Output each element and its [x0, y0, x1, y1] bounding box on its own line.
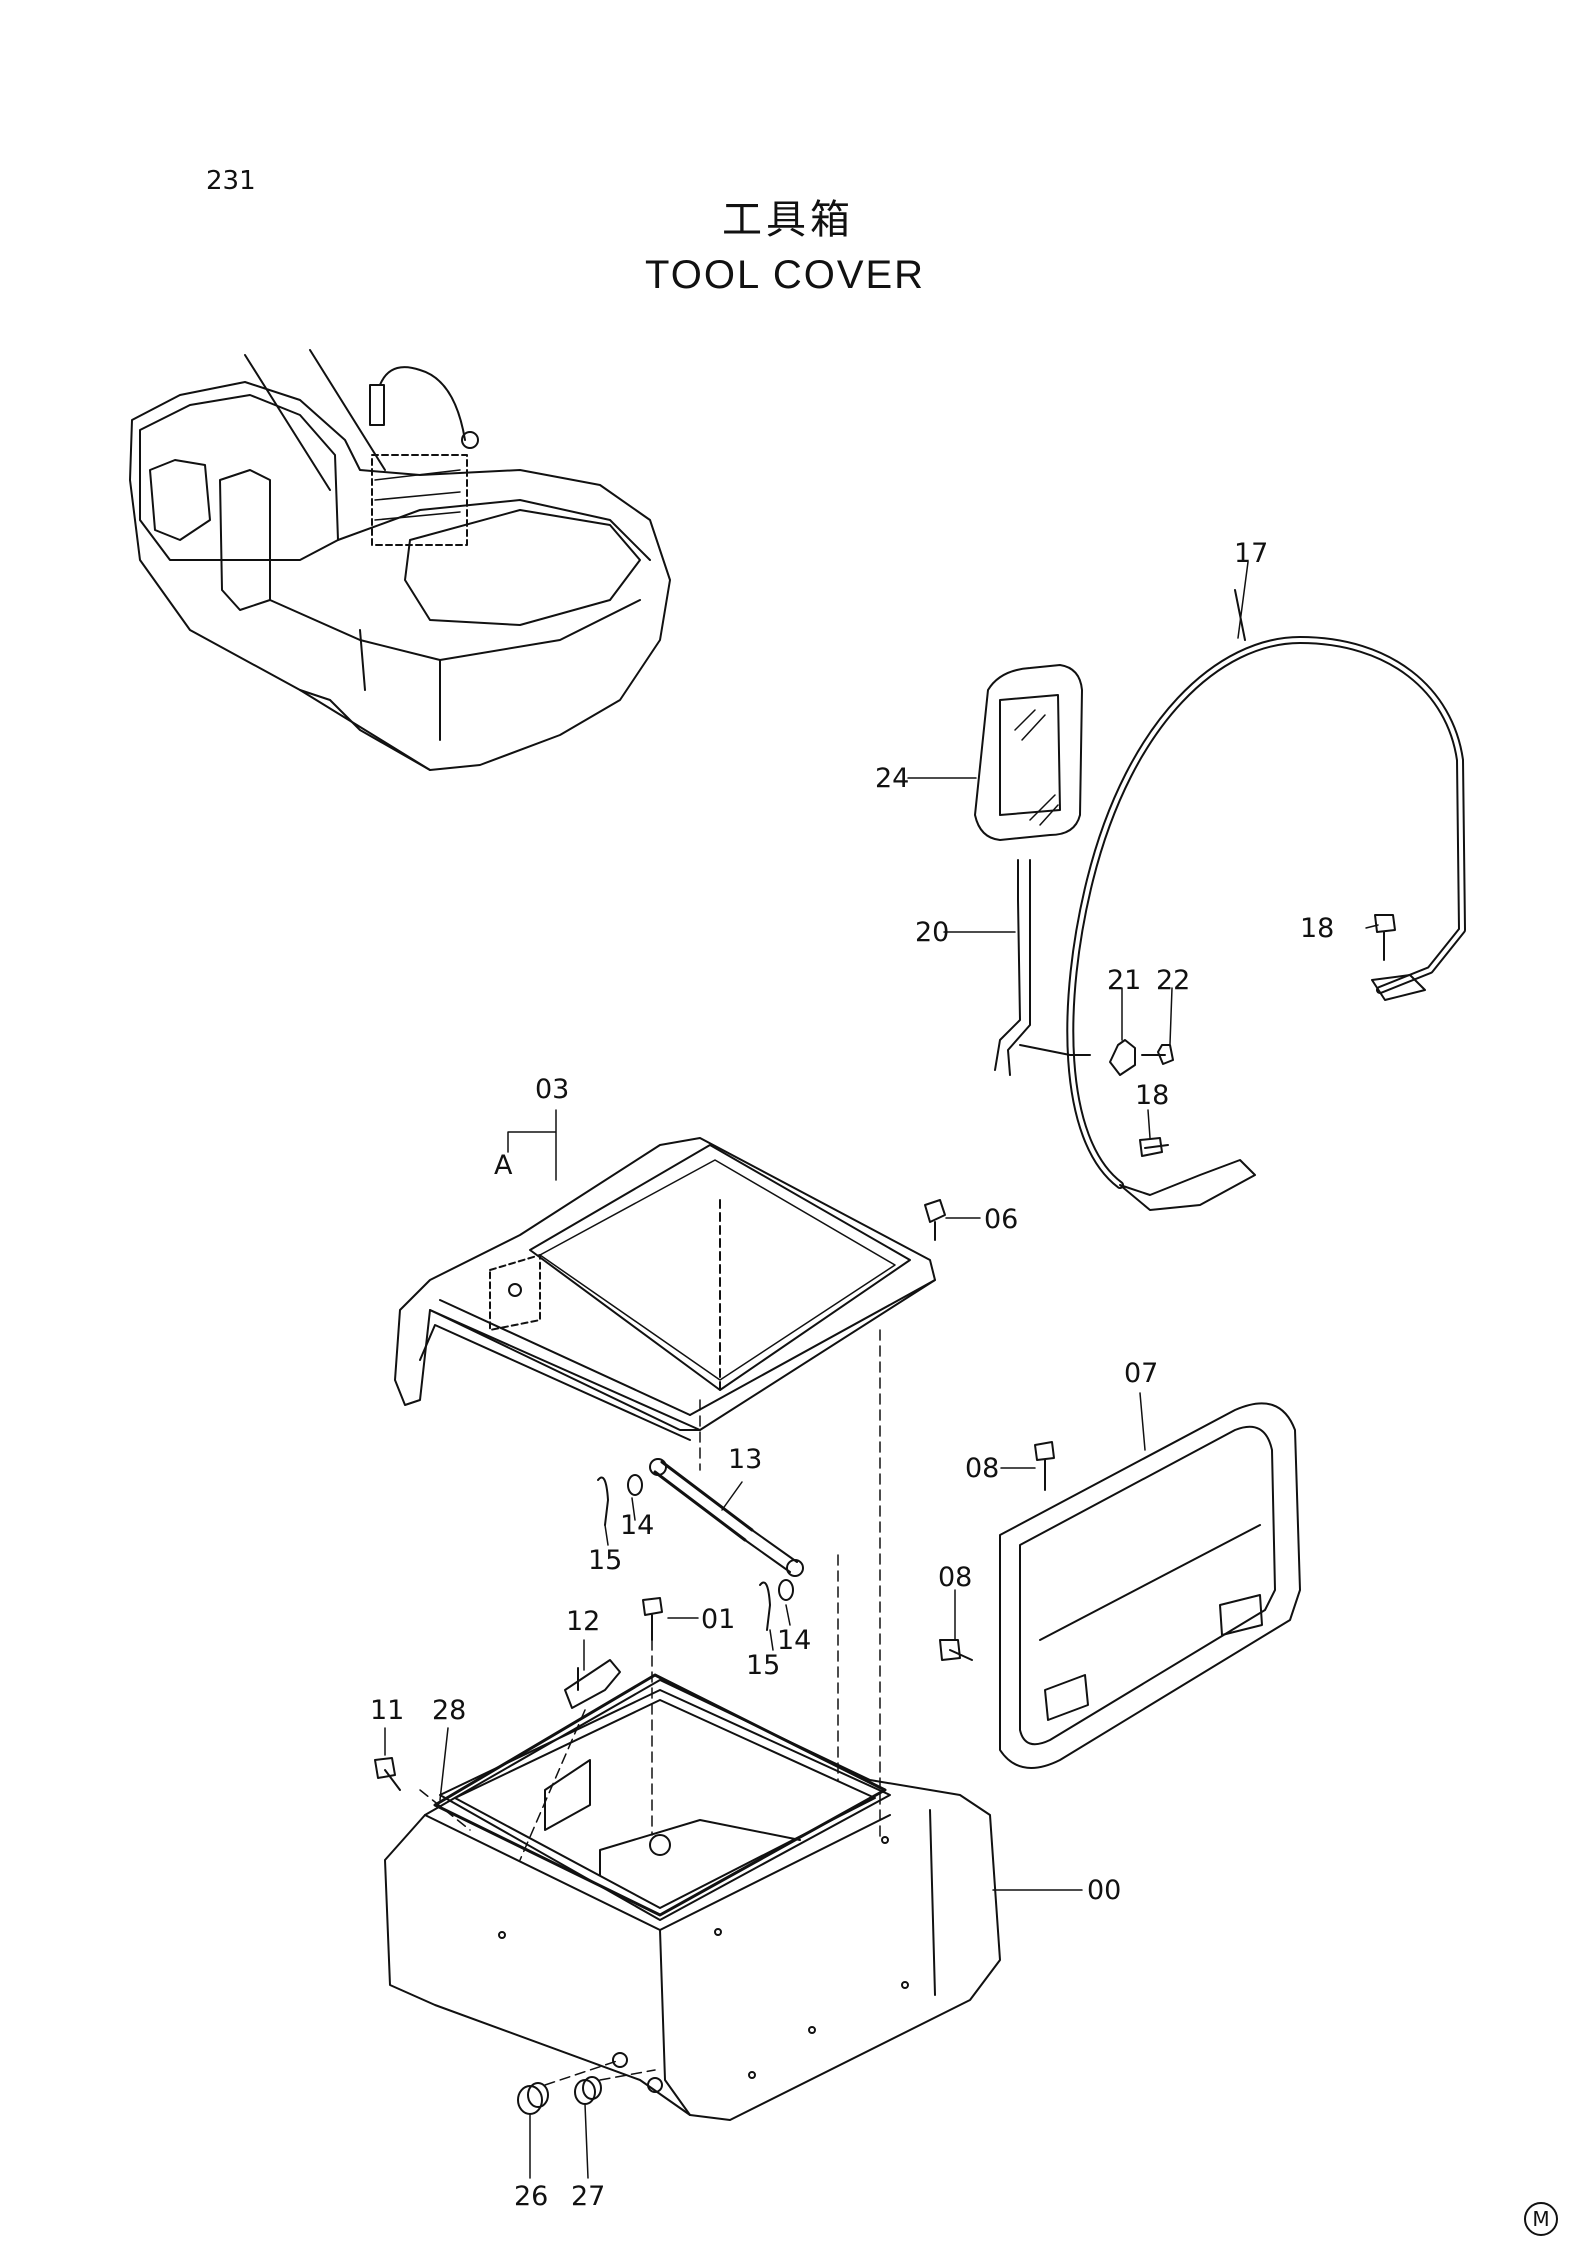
callout-15-lower: 15: [746, 1650, 781, 1681]
part-18-bolt-lower: [1140, 1138, 1168, 1156]
callout-12: 12: [566, 1606, 601, 1637]
part-15-pin-lower: [760, 1583, 770, 1631]
callout-21: 21: [1107, 965, 1142, 996]
title-japanese: 工具箱: [722, 197, 854, 243]
part-17-handrail: [1070, 590, 1462, 1210]
part-18-bolt-upper: [1375, 915, 1395, 960]
callout-22: 22: [1156, 965, 1191, 996]
part-03-lid: [395, 1138, 935, 1440]
callout-18-lower: 18: [1135, 1080, 1170, 1111]
callout-28: 28: [432, 1695, 467, 1726]
part-06-bolt: [925, 1200, 945, 1240]
part-26-grommet: [518, 2083, 548, 2114]
callout-15-upper: 15: [588, 1545, 623, 1576]
callout-24: 24: [875, 763, 910, 794]
page-number: 231: [206, 166, 256, 196]
callout-01: 01: [701, 1604, 736, 1635]
part-00-tool-box: [385, 1680, 1000, 2120]
callout-20: 20: [915, 917, 950, 948]
callout-08-upper: 08: [965, 1453, 1000, 1484]
manufacturer-mark: M: [1524, 2202, 1558, 2236]
part-08-bolt-upper: [1035, 1442, 1054, 1490]
part-21-clamp: [1110, 1040, 1135, 1075]
callout-00: 00: [1087, 1875, 1122, 1906]
machine-overview-illustration: [130, 350, 670, 770]
callout-06: 06: [984, 1204, 1019, 1235]
part-08-bolt-lower: [940, 1640, 972, 1660]
callout-A: A: [494, 1150, 513, 1181]
part-24-mirror: [975, 665, 1082, 840]
callout-27: 27: [571, 2181, 606, 2212]
callout-11: 11: [370, 1695, 405, 1726]
callout-26: 26: [514, 2181, 549, 2212]
part-12-latch: [565, 1660, 620, 1708]
callout-14-upper: 14: [620, 1510, 655, 1541]
callout-03: 03: [535, 1074, 570, 1105]
callout-14-lower: 14: [777, 1625, 812, 1656]
part-01-bolt: [643, 1598, 662, 1640]
part-28-seal: [435, 1675, 885, 1915]
leader-lines: [385, 562, 1378, 2178]
part-15-pin-upper: [598, 1478, 608, 1526]
part-22-bolt: [1142, 1045, 1173, 1064]
part-27-grommet: [575, 2077, 601, 2104]
part-11-bolt: [375, 1758, 400, 1790]
part-07-door: [1000, 1403, 1300, 1768]
callout-17: 17: [1234, 538, 1269, 569]
callout-18-upper: 18: [1300, 913, 1335, 944]
callout-13: 13: [728, 1444, 763, 1475]
part-14-washer-upper: [628, 1475, 642, 1495]
part-13-gas-spring: [650, 1459, 803, 1576]
part-20-mirror-stay: [995, 860, 1090, 1075]
title-english: TOOL COVER: [645, 253, 926, 297]
assembly-guide-lines: [420, 1330, 880, 2085]
callout-07: 07: [1124, 1358, 1159, 1389]
part-14-washer-lower: [779, 1580, 793, 1600]
callout-08-lower: 08: [938, 1562, 973, 1593]
